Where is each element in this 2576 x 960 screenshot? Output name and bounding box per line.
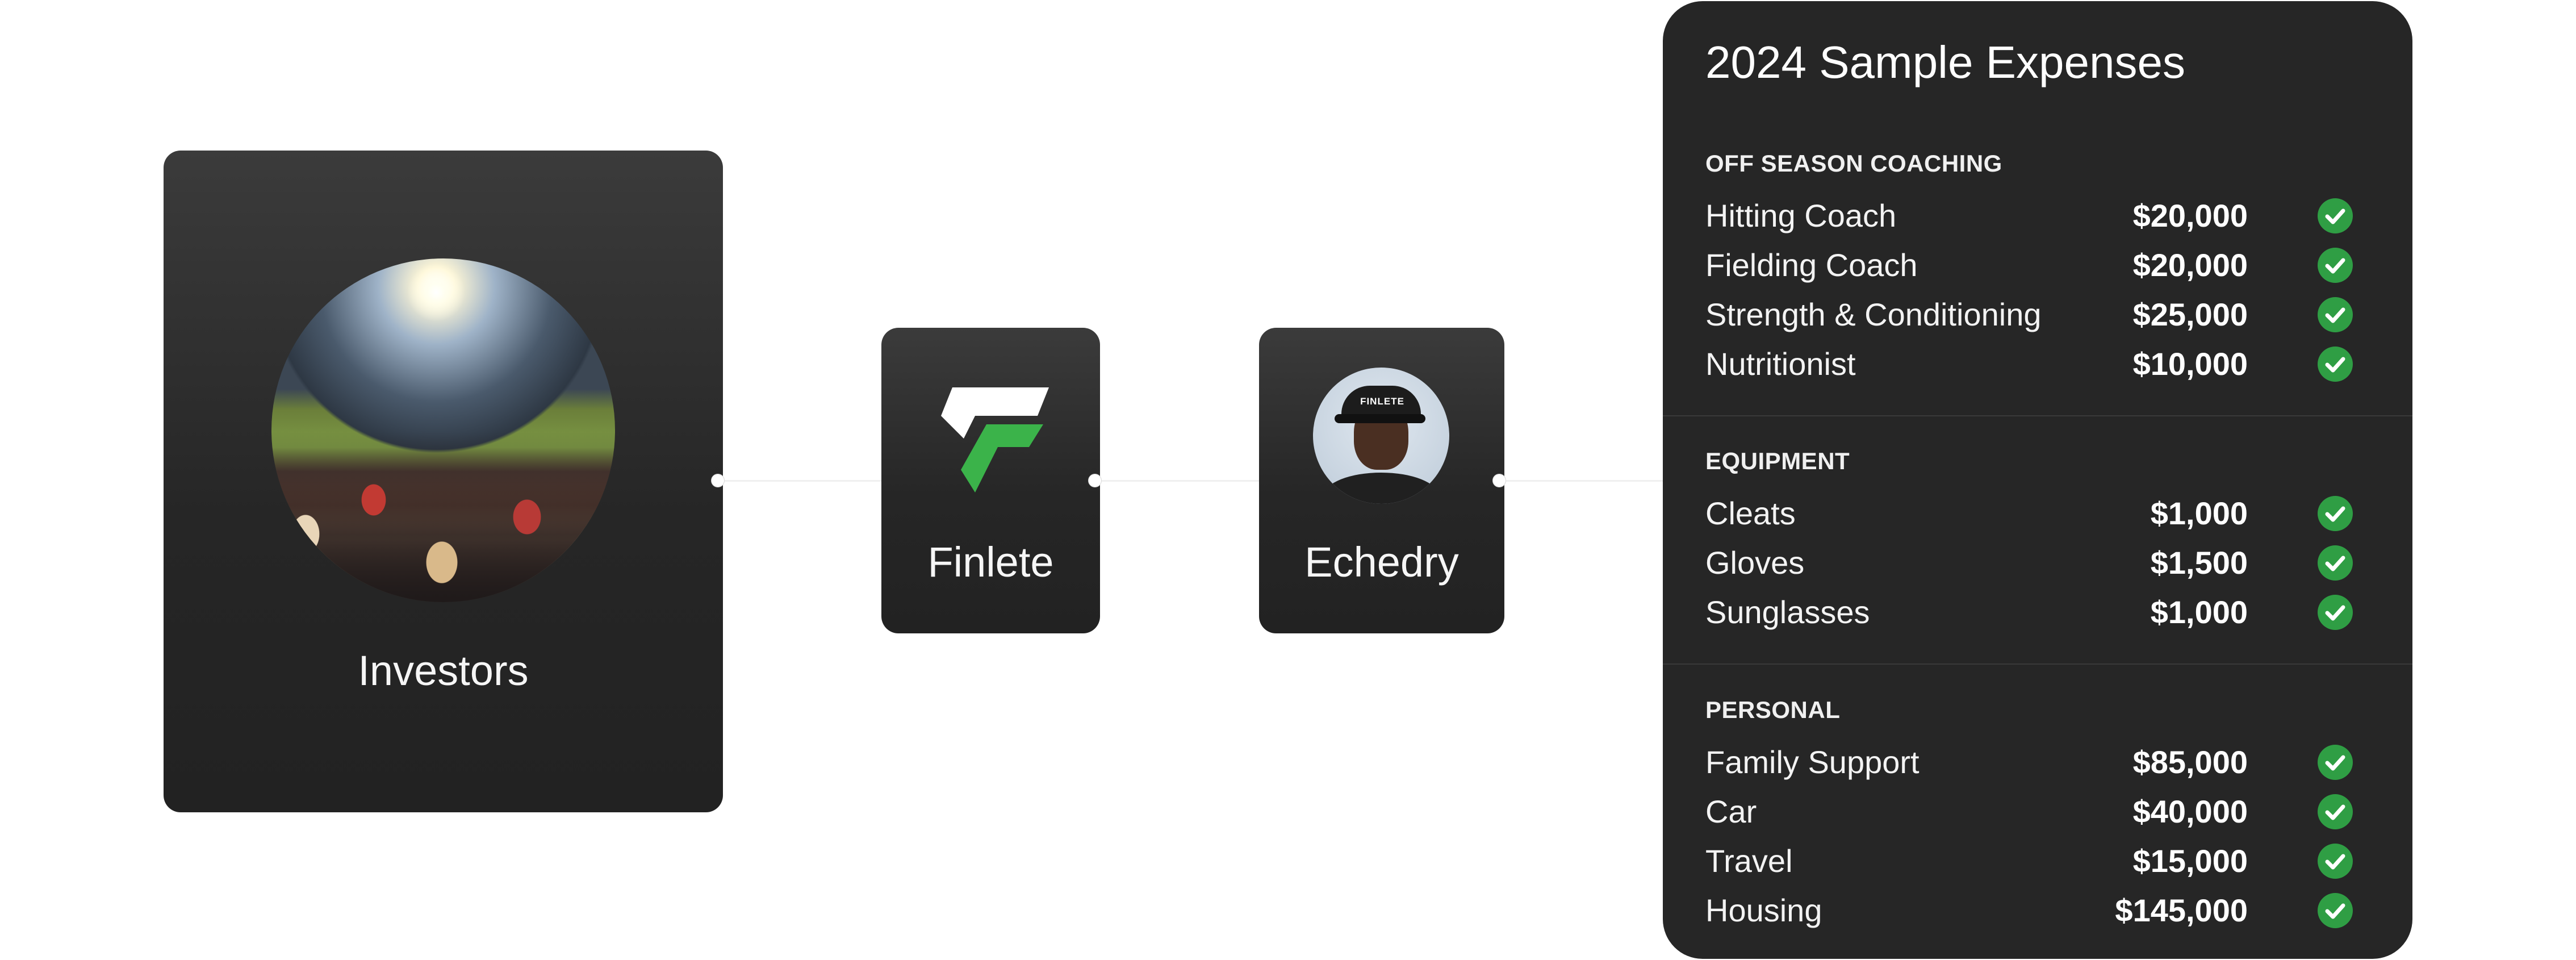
- expense-row: Housing $145,000: [1705, 888, 2370, 933]
- expense-amount: $85,000: [2132, 744, 2248, 780]
- finlete-output-port[interactable]: [1089, 474, 1101, 487]
- connector-athlete-expenses: [1498, 480, 1668, 482]
- expense-amount: $1,000: [2150, 594, 2248, 630]
- connector-investors-finlete: [717, 480, 887, 482]
- section-title-equipment: EQUIPMENT: [1705, 448, 1850, 474]
- section-title-personal: PERSONAL: [1705, 696, 1841, 723]
- expense-row: Cleats $1,000: [1705, 491, 2370, 536]
- investors-node[interactable]: Investors: [164, 151, 723, 812]
- connector-finlete-athlete: [1094, 480, 1264, 482]
- expense-amount: $20,000: [2132, 198, 2248, 233]
- investors-label: Investors: [358, 647, 529, 694]
- expense-amount: $15,000: [2132, 843, 2248, 879]
- check-circle-icon: [2318, 844, 2353, 879]
- crowd-silhouettes: [271, 432, 615, 602]
- expense-row: Strength & Conditioning $25,000: [1705, 292, 2370, 337]
- check-circle-icon: [2318, 545, 2353, 581]
- expense-amount: $25,000: [2132, 297, 2248, 332]
- expense-amount: $10,000: [2132, 346, 2248, 382]
- athlete-node[interactable]: FINLETE Echedry: [1259, 328, 1504, 633]
- section-title-off-season-coaching: OFF SEASON COACHING: [1705, 150, 2002, 177]
- expense-name: Hitting Coach: [1705, 198, 1897, 233]
- expense-row: Nutritionist $10,000: [1705, 341, 2370, 387]
- stadium-light-flare: [402, 258, 470, 327]
- finlete-label: Finlete: [927, 539, 1054, 586]
- expenses-title: 2024 Sample Expenses: [1705, 37, 2185, 87]
- athlete-label: Echedry: [1304, 539, 1459, 586]
- athlete-output-port[interactable]: [1493, 474, 1506, 487]
- expense-amount: $1,000: [2150, 495, 2248, 531]
- check-circle-icon: [2318, 496, 2353, 531]
- cap-logo-text: FINLETE: [1360, 396, 1404, 407]
- expense-name: Travel: [1705, 843, 1793, 879]
- check-circle-icon: [2318, 297, 2353, 332]
- check-circle-icon: [2318, 794, 2353, 829]
- expense-name: Gloves: [1705, 545, 1805, 581]
- expense-name: Nutritionist: [1705, 346, 1856, 382]
- expense-name: Family Support: [1705, 744, 1920, 780]
- athlete-cap-brim: [1335, 414, 1425, 423]
- expense-row: Fielding Coach $20,000: [1705, 243, 2370, 288]
- expense-row: Travel $15,000: [1705, 838, 2370, 884]
- expense-amount: $1,500: [2150, 545, 2248, 581]
- finlete-node[interactable]: Finlete: [881, 328, 1100, 633]
- check-circle-icon: [2318, 745, 2353, 780]
- expense-row: Family Support $85,000: [1705, 740, 2370, 785]
- expense-amount: $20,000: [2132, 247, 2248, 283]
- athlete-shirt: [1324, 473, 1438, 504]
- check-circle-icon: [2318, 198, 2353, 233]
- expense-name: Strength & Conditioning: [1705, 297, 2042, 332]
- expense-row: Hitting Coach $20,000: [1705, 193, 2370, 239]
- section-divider: [1663, 663, 2412, 665]
- check-circle-icon: [2318, 248, 2353, 283]
- expense-amount: $40,000: [2132, 794, 2248, 829]
- expense-row: Car $40,000: [1705, 789, 2370, 834]
- check-circle-icon: [2318, 893, 2353, 928]
- investors-output-port[interactable]: [712, 474, 724, 487]
- finlete-logo-icon: [941, 387, 1049, 492]
- expenses-panel: 2024 Sample Expenses OFF SEASON COACHING…: [1663, 1, 2412, 959]
- expense-amount: $145,000: [2115, 892, 2248, 928]
- check-circle-icon: [2318, 347, 2353, 382]
- expense-name: Fielding Coach: [1705, 247, 1918, 283]
- section-divider: [1663, 415, 2412, 416]
- expense-row: Gloves $1,500: [1705, 540, 2370, 586]
- check-circle-icon: [2318, 595, 2353, 630]
- expense-name: Housing: [1705, 892, 1822, 928]
- expense-name: Sunglasses: [1705, 594, 1870, 630]
- expense-name: Cleats: [1705, 495, 1796, 531]
- stadium-crowd-photo: [271, 258, 615, 602]
- athlete-portrait-photo: FINLETE: [1313, 368, 1449, 504]
- expense-name: Car: [1705, 794, 1757, 829]
- expense-row: Sunglasses $1,000: [1705, 590, 2370, 635]
